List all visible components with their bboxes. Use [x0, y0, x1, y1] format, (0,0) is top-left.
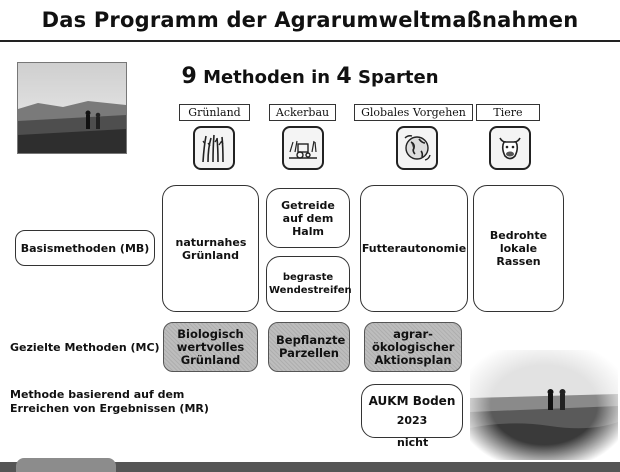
box-text: Getreide auf dem Halm	[281, 198, 335, 238]
footer-bar	[0, 462, 620, 472]
sparten-count: 4	[336, 64, 352, 89]
globe-icon	[396, 126, 438, 170]
box-text: agrar-ökologischer Aktionsplan	[372, 326, 455, 367]
category-ackerbau: Ackerbau	[269, 104, 336, 121]
box-text: Bepflanzte Parzellen	[276, 333, 346, 360]
box-naturnahes-gruenland: naturnahes Grünland	[162, 185, 259, 312]
title-bar: Das Programm der Agrarumweltmaßnahmen	[0, 0, 620, 42]
category-label: Ackerbau	[275, 106, 330, 119]
box-bedrohte-lokale-rassen: Bedrohte lokale Rassen	[473, 185, 564, 312]
page-title: Das Programm der Agrarumweltmaßnahmen	[41, 8, 579, 32]
category-tiere: Tiere	[476, 104, 540, 121]
box-text: Bedrohte lokale Rassen	[489, 229, 548, 268]
methods-count: 9	[181, 64, 197, 89]
category-gruenland: Grünland	[179, 104, 250, 121]
row-label-methode-ergebnisse-line1: Methode basierend auf dem	[10, 388, 185, 401]
box-agraroekologischer-aktionsplan: agrar-ökologischer Aktionsplan	[364, 322, 462, 372]
box-begraste-wendestreifen: begraste Wendestreifen	[266, 256, 352, 312]
sparten-word: Sparten	[358, 67, 439, 88]
footer-tab	[16, 458, 116, 472]
aukm-note: nicht	[397, 436, 429, 449]
box-text-line2: 2023	[396, 414, 428, 427]
box-text-line1: AUKM Boden	[368, 394, 456, 408]
box-getreide-auf-dem-halm: Getreide auf dem Halm	[266, 188, 350, 248]
box-text: Biologisch wertvolles Grünland	[176, 326, 245, 367]
box-text: naturnahes Grünland	[175, 235, 247, 262]
category-label: Tiere	[493, 106, 523, 119]
tractor-field-icon	[282, 126, 324, 170]
row-label-text: Basismethoden (MB)	[20, 241, 150, 255]
category-globales-vorgehen: Globales Vorgehen	[354, 104, 473, 121]
category-label: Globales Vorgehen	[361, 106, 466, 119]
cow-icon	[489, 126, 531, 170]
category-label: Grünland	[188, 106, 241, 119]
box-biologisch-wertvolles-gruenland: Biologisch wertvolles Grünland	[163, 322, 258, 372]
row-label-basismethoden: Basismethoden (MB)	[15, 230, 155, 266]
box-aukm-boden: AUKM Boden 2023	[361, 384, 463, 438]
box-text: Futterautonomie	[361, 242, 467, 255]
row-label-methode-ergebnisse-line2: Erreichen von Ergebnissen (MR)	[10, 402, 209, 415]
box-text: begraste Wendestreifen	[269, 272, 352, 296]
grass-icon	[193, 126, 235, 170]
field-photo-bottom-right	[470, 350, 618, 460]
methods-word: Methoden in	[203, 67, 331, 88]
landscape-photo-top-left	[17, 62, 127, 154]
row-label-gezielte-methoden: Gezielte Methoden (MC)	[10, 341, 160, 354]
box-futterautonomie: Futterautonomie	[360, 185, 468, 312]
box-bepflanzte-parzellen: Bepflanzte Parzellen	[268, 322, 350, 372]
methods-heading: 9 Methoden in 4 Sparten	[0, 64, 620, 89]
